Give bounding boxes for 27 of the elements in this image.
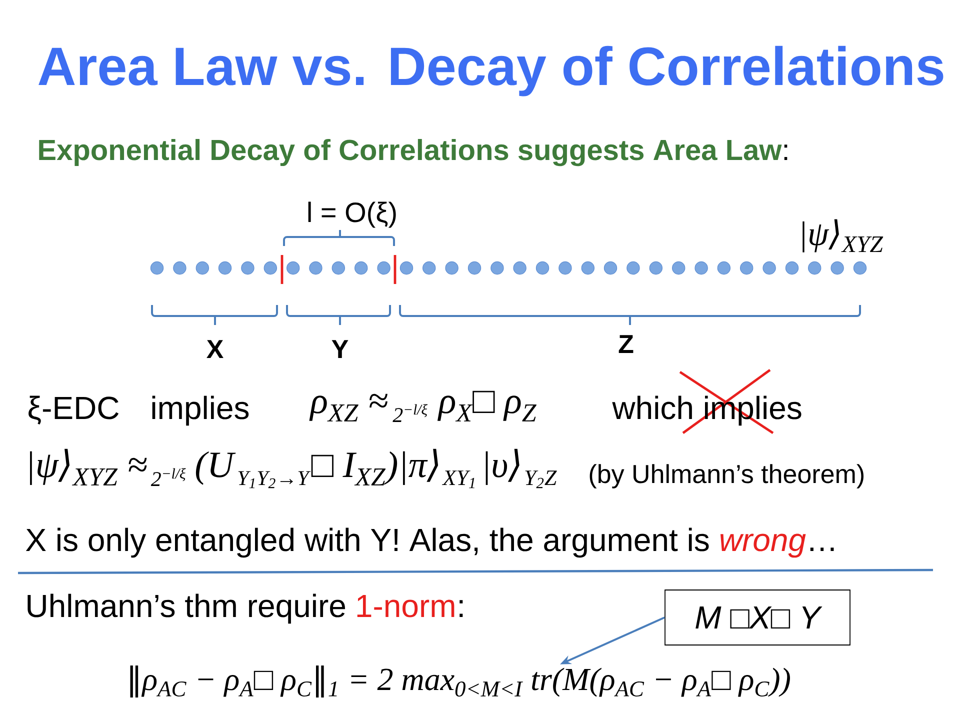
formula: |ψ⟩$_{XYZ}$ ≈ — [30, 448, 147, 486]
text: ξ-EDC — [28, 396, 119, 424]
formula: |υ⟩ — [486, 448, 520, 485]
brace-label: l = O(ξ) — [308, 202, 396, 228]
formula: (U — [196, 451, 236, 485]
text: : — [460, 600, 463, 617]
formula: ρ$_{X}$□ ρ$_{Z}$ — [437, 390, 536, 422]
formula: Y$_{1}$Y$_{2}$→Y — [238, 471, 311, 488]
formula: |ψ⟩$_{XYZ}$ — [802, 219, 884, 252]
formula: ‖ρ$_{AC}$ − ρ$_{A}$□ ρ$_{C}$‖$_{1}$ = 2 max$_{0<M<I}$ tr(M(ρ$_{AC}$ − ρ$_{A}$□ ρ$_{C}$)) — [130, 666, 790, 698]
text: implies — [152, 396, 249, 426]
region-label: Y — [332, 340, 348, 358]
formula: XY$_{1}$ — [442, 470, 474, 488]
text: Uhlmann’s thm require — [28, 594, 346, 624]
formula: ρ$_{XZ}$ ≈ — [309, 394, 388, 422]
heading: Exponential Decay of Correlations suggests Area Law: — [39, 138, 788, 166]
formula: 2$^{−l/ξ}$ — [150, 468, 186, 486]
text: 1-norm — [357, 594, 454, 618]
region-label: Z — [618, 335, 634, 353]
region-label: X — [206, 340, 224, 358]
formula: □ I$_{XZ}$)|π⟩ — [311, 448, 438, 486]
formula: Y$_{2}$Z — [525, 470, 557, 488]
note: (by Uhlmann’s theorem) — [590, 464, 864, 488]
formula: 2$^{−l/ξ}$ — [392, 404, 428, 422]
title: Area Law vs. Decay of Correlations — [38, 46, 944, 96]
sentence: X is only entangled with Y! Alas, the argument is wrong… — [26, 528, 834, 558]
text-box: M □X□ Y — [664, 590, 850, 646]
